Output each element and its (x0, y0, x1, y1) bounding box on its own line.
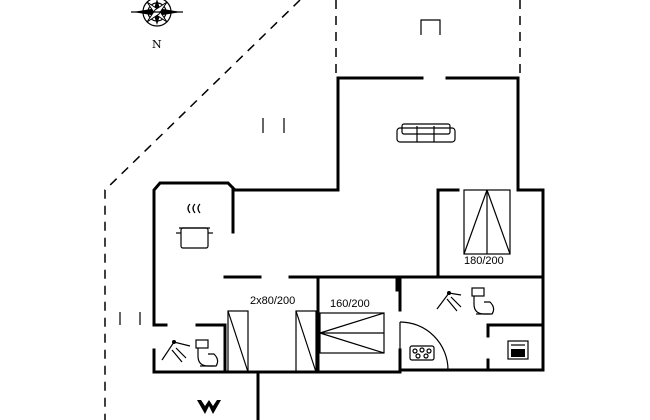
north-label: N (152, 38, 162, 51)
shower-icon (436, 291, 462, 312)
toilet-icon (471, 287, 495, 315)
bed-label-bedroom-2: 2x80/200 (250, 295, 295, 307)
bed-label-bedroom-3: 160/200 (330, 298, 370, 310)
twin-bed-2 (295, 310, 317, 373)
interior-walls (152, 188, 545, 374)
washing-machine-icon (507, 340, 529, 360)
entry-icon (197, 400, 221, 414)
exterior-walls (152, 76, 545, 420)
bed-label-bedroom-1: 180/200 (464, 255, 504, 267)
sofa-icon (396, 123, 456, 143)
compass-rose-icon (131, 0, 183, 27)
bed-180-200 (463, 189, 511, 255)
bathroom-door-swing (399, 321, 449, 371)
terrace-outline (104, 0, 521, 420)
shower-icon (161, 340, 191, 363)
whirlpool-icon (409, 345, 435, 361)
bed-160-200 (319, 312, 385, 354)
twin-bed-1 (227, 310, 249, 373)
cooking-pot-icon (176, 203, 213, 249)
windows (119, 19, 441, 325)
toilet-icon (195, 339, 219, 367)
